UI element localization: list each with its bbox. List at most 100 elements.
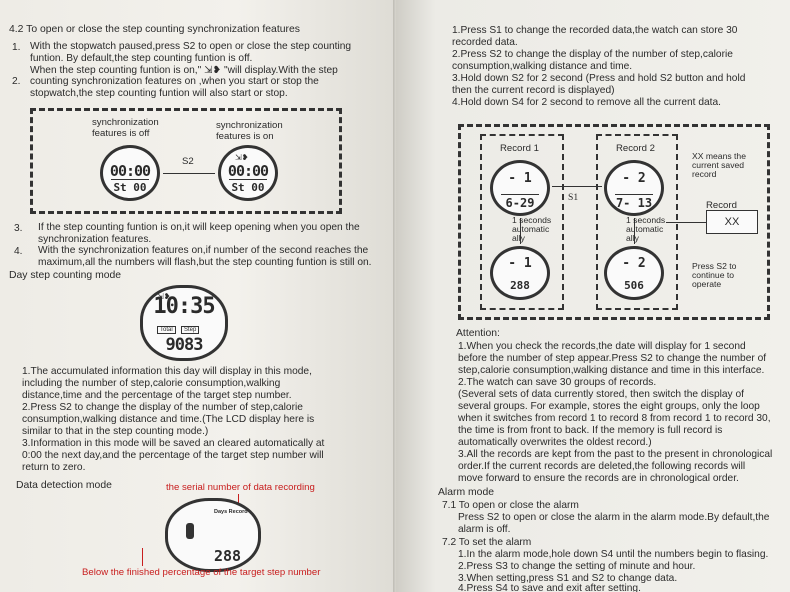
attention-line-12: move forward to ensure the records are i… xyxy=(458,473,739,484)
serial-number-label: the serial number of data recording xyxy=(166,482,315,493)
alarm-7-2-line-1: 1.In the alarm mode,hole down S4 until t… xyxy=(458,549,769,560)
record-1-index: - 1 xyxy=(508,171,532,186)
percentage-label: Below the finished percentage of the tar… xyxy=(82,567,321,578)
item-4-line-2: maximum,all the numbers will flash,but t… xyxy=(38,257,372,268)
data-watch-value: 288 xyxy=(214,547,242,565)
alarm-7-2-title: 7.2 To set the alarm xyxy=(442,537,532,548)
watch-off-divider xyxy=(111,179,149,180)
record-2-steps-watch: - 2 506 xyxy=(604,246,664,300)
top-line-6: then the current record is displayed) xyxy=(452,85,615,96)
watch-off-steps: St 00 xyxy=(113,181,147,194)
attention-line-7: when it switches from record 1 to record… xyxy=(458,413,771,424)
xx-note-3: record xyxy=(692,169,717,179)
step-sync-icon: ⇲❥ xyxy=(235,153,249,162)
watch-on-divider xyxy=(229,179,267,180)
auto-2-line-1: 1 seconds xyxy=(626,215,666,225)
to-xx-arrow xyxy=(666,222,706,223)
top-line-4: consumption,walking distance and time. xyxy=(452,61,633,72)
record-1-steps-index: - 1 xyxy=(508,256,532,271)
attention-line-8: the time is from front to back. If the m… xyxy=(458,425,723,436)
attention-line-3: step,calorie consumption,walking distanc… xyxy=(458,365,765,376)
attention-line-11: order.If the current records are deleted… xyxy=(458,461,746,472)
item-4-line-1: With the synchronization features on,if … xyxy=(38,245,369,256)
s2-label: S2 xyxy=(182,156,194,167)
data-detection-title: Data detection mode xyxy=(16,480,112,491)
label-sync-off-1: synchronization xyxy=(92,117,159,128)
auto-2-line-3: ally xyxy=(626,233,639,243)
record-2-date: 7- 13 xyxy=(615,196,653,210)
press-s2-1: Press S2 to xyxy=(692,261,737,271)
attention-line-2: before the number of step appear.Press S… xyxy=(458,353,767,364)
xx-note-2: current saved xyxy=(692,160,745,170)
label-sync-on-1: synchronization xyxy=(216,120,283,131)
step-badge: Step xyxy=(181,326,200,334)
record-1-date-watch: - 1 6-29 xyxy=(490,160,550,216)
item-1-line-1: With the stopwatch paused,press S2 to op… xyxy=(30,41,352,52)
watch-off-time: 00:00 xyxy=(109,162,151,180)
s2-arrow xyxy=(163,173,215,174)
top-line-1: 1.Press S1 to change the recorded data,t… xyxy=(452,25,738,36)
auto-1-line-3: ally xyxy=(512,233,525,243)
top-line-7: 4.Hold down S4 for 2 second to remove al… xyxy=(452,97,721,108)
right-page: 1.Press S1 to change the recorded data,t… xyxy=(396,0,790,592)
section-4-2-title: 4.2 To open or close the step counting s… xyxy=(9,24,300,35)
item-3-line-2: synchronization features. xyxy=(38,234,152,245)
item-3-line-1: If the step counting funtion is on,it wi… xyxy=(38,222,360,233)
top-line-3: 2.Press S2 to change the display of the … xyxy=(452,49,733,60)
left-page: 4.2 To open or close the step counting s… xyxy=(0,0,396,592)
day-para-9: return to zero. xyxy=(22,462,86,473)
record-1-steps-watch: - 1 288 xyxy=(490,246,550,300)
record-1-frame xyxy=(480,134,564,310)
auto-2-line-2: automatic xyxy=(626,224,664,234)
attention-line-9: automatically overwrites the oldest reco… xyxy=(458,437,652,448)
record-1-down-arrow xyxy=(520,218,521,244)
alarm-mode-title: Alarm mode xyxy=(438,487,495,498)
data-detection-watch: Days Record 288 xyxy=(165,498,261,572)
total-badge: Total xyxy=(157,326,176,334)
percentage-arrow xyxy=(142,548,143,566)
alarm-7-2-line-2: 2.Press S3 to change the setting of minu… xyxy=(458,561,696,572)
attention-line-6: several groups. For example, stores the … xyxy=(458,401,760,412)
attention-line-5: (Several sets of data currently stored, … xyxy=(458,389,744,400)
s1-arrow xyxy=(552,186,602,187)
top-line-2: recorded data. xyxy=(452,37,518,48)
watch-sync-on: ⇲❥ 00:00 St 00 xyxy=(218,145,278,201)
days-record-label: Days Record xyxy=(214,509,248,515)
xx-note-1: XX means the xyxy=(692,151,746,161)
watch-on-steps: St 00 xyxy=(231,181,265,194)
item-4-number: 4. xyxy=(14,246,23,257)
record-2-label: Record 2 xyxy=(616,143,655,154)
alarm-7-1-line-2: alarm is off. xyxy=(458,524,511,535)
attention-line-1: 1.When you check the records,the date wi… xyxy=(458,341,746,352)
alarm-7-1-line-1: Press S2 to open or close the alarm in t… xyxy=(458,512,770,523)
step-icon: ⇲❥ xyxy=(157,292,171,301)
alarm-7-2-line-3: 3.When setting,press S1 and S2 to change… xyxy=(458,573,678,584)
records-diagram-frame xyxy=(458,124,770,320)
record-2-down-arrow xyxy=(634,218,635,244)
label-sync-on-2: features is on xyxy=(216,131,274,142)
watch-on-time: 00:00 xyxy=(227,162,269,180)
record-2-steps: 506 xyxy=(624,279,644,292)
day-watch-steps: 9083 xyxy=(165,335,204,355)
day-para-2: including the number of step,calorie con… xyxy=(22,378,281,389)
record-1-divider xyxy=(501,194,539,195)
label-sync-off-2: features is off xyxy=(92,128,150,139)
watch-sync-off: 00:00 St 00 xyxy=(100,145,160,201)
item-1-line-3: When the step counting funtion is on," ⇲… xyxy=(30,65,338,76)
record-1-date: 6-29 xyxy=(505,196,535,210)
attention-line-10: 3.All the records are kept from the past… xyxy=(458,449,773,460)
item-1-line-2: funtion. By default,the step counting fu… xyxy=(30,53,253,64)
day-step-watch: ⇲❥ 10:35 Total Step 9083 xyxy=(140,285,228,361)
day-watch-time: 10:35 xyxy=(153,294,215,319)
item-2-line-1: counting synchronization features on ,wh… xyxy=(30,76,319,87)
day-para-8: 0:00 the next day,and the percentage of … xyxy=(22,450,324,461)
day-para-3: distance,time and the percentage of the … xyxy=(22,390,292,401)
day-step-title: Day step counting mode xyxy=(9,270,122,281)
item-3-number: 3. xyxy=(14,223,23,234)
record-2-index: - 2 xyxy=(622,171,646,186)
item-1-number: 1. xyxy=(12,42,21,53)
alarm-7-2-line-4: 4.Press S4 to save and exit after settin… xyxy=(458,583,641,592)
day-para-7: 3.Information in this mode will be saved… xyxy=(22,438,325,449)
s1-label: S1 xyxy=(568,192,579,203)
serial-arrow xyxy=(238,494,239,506)
